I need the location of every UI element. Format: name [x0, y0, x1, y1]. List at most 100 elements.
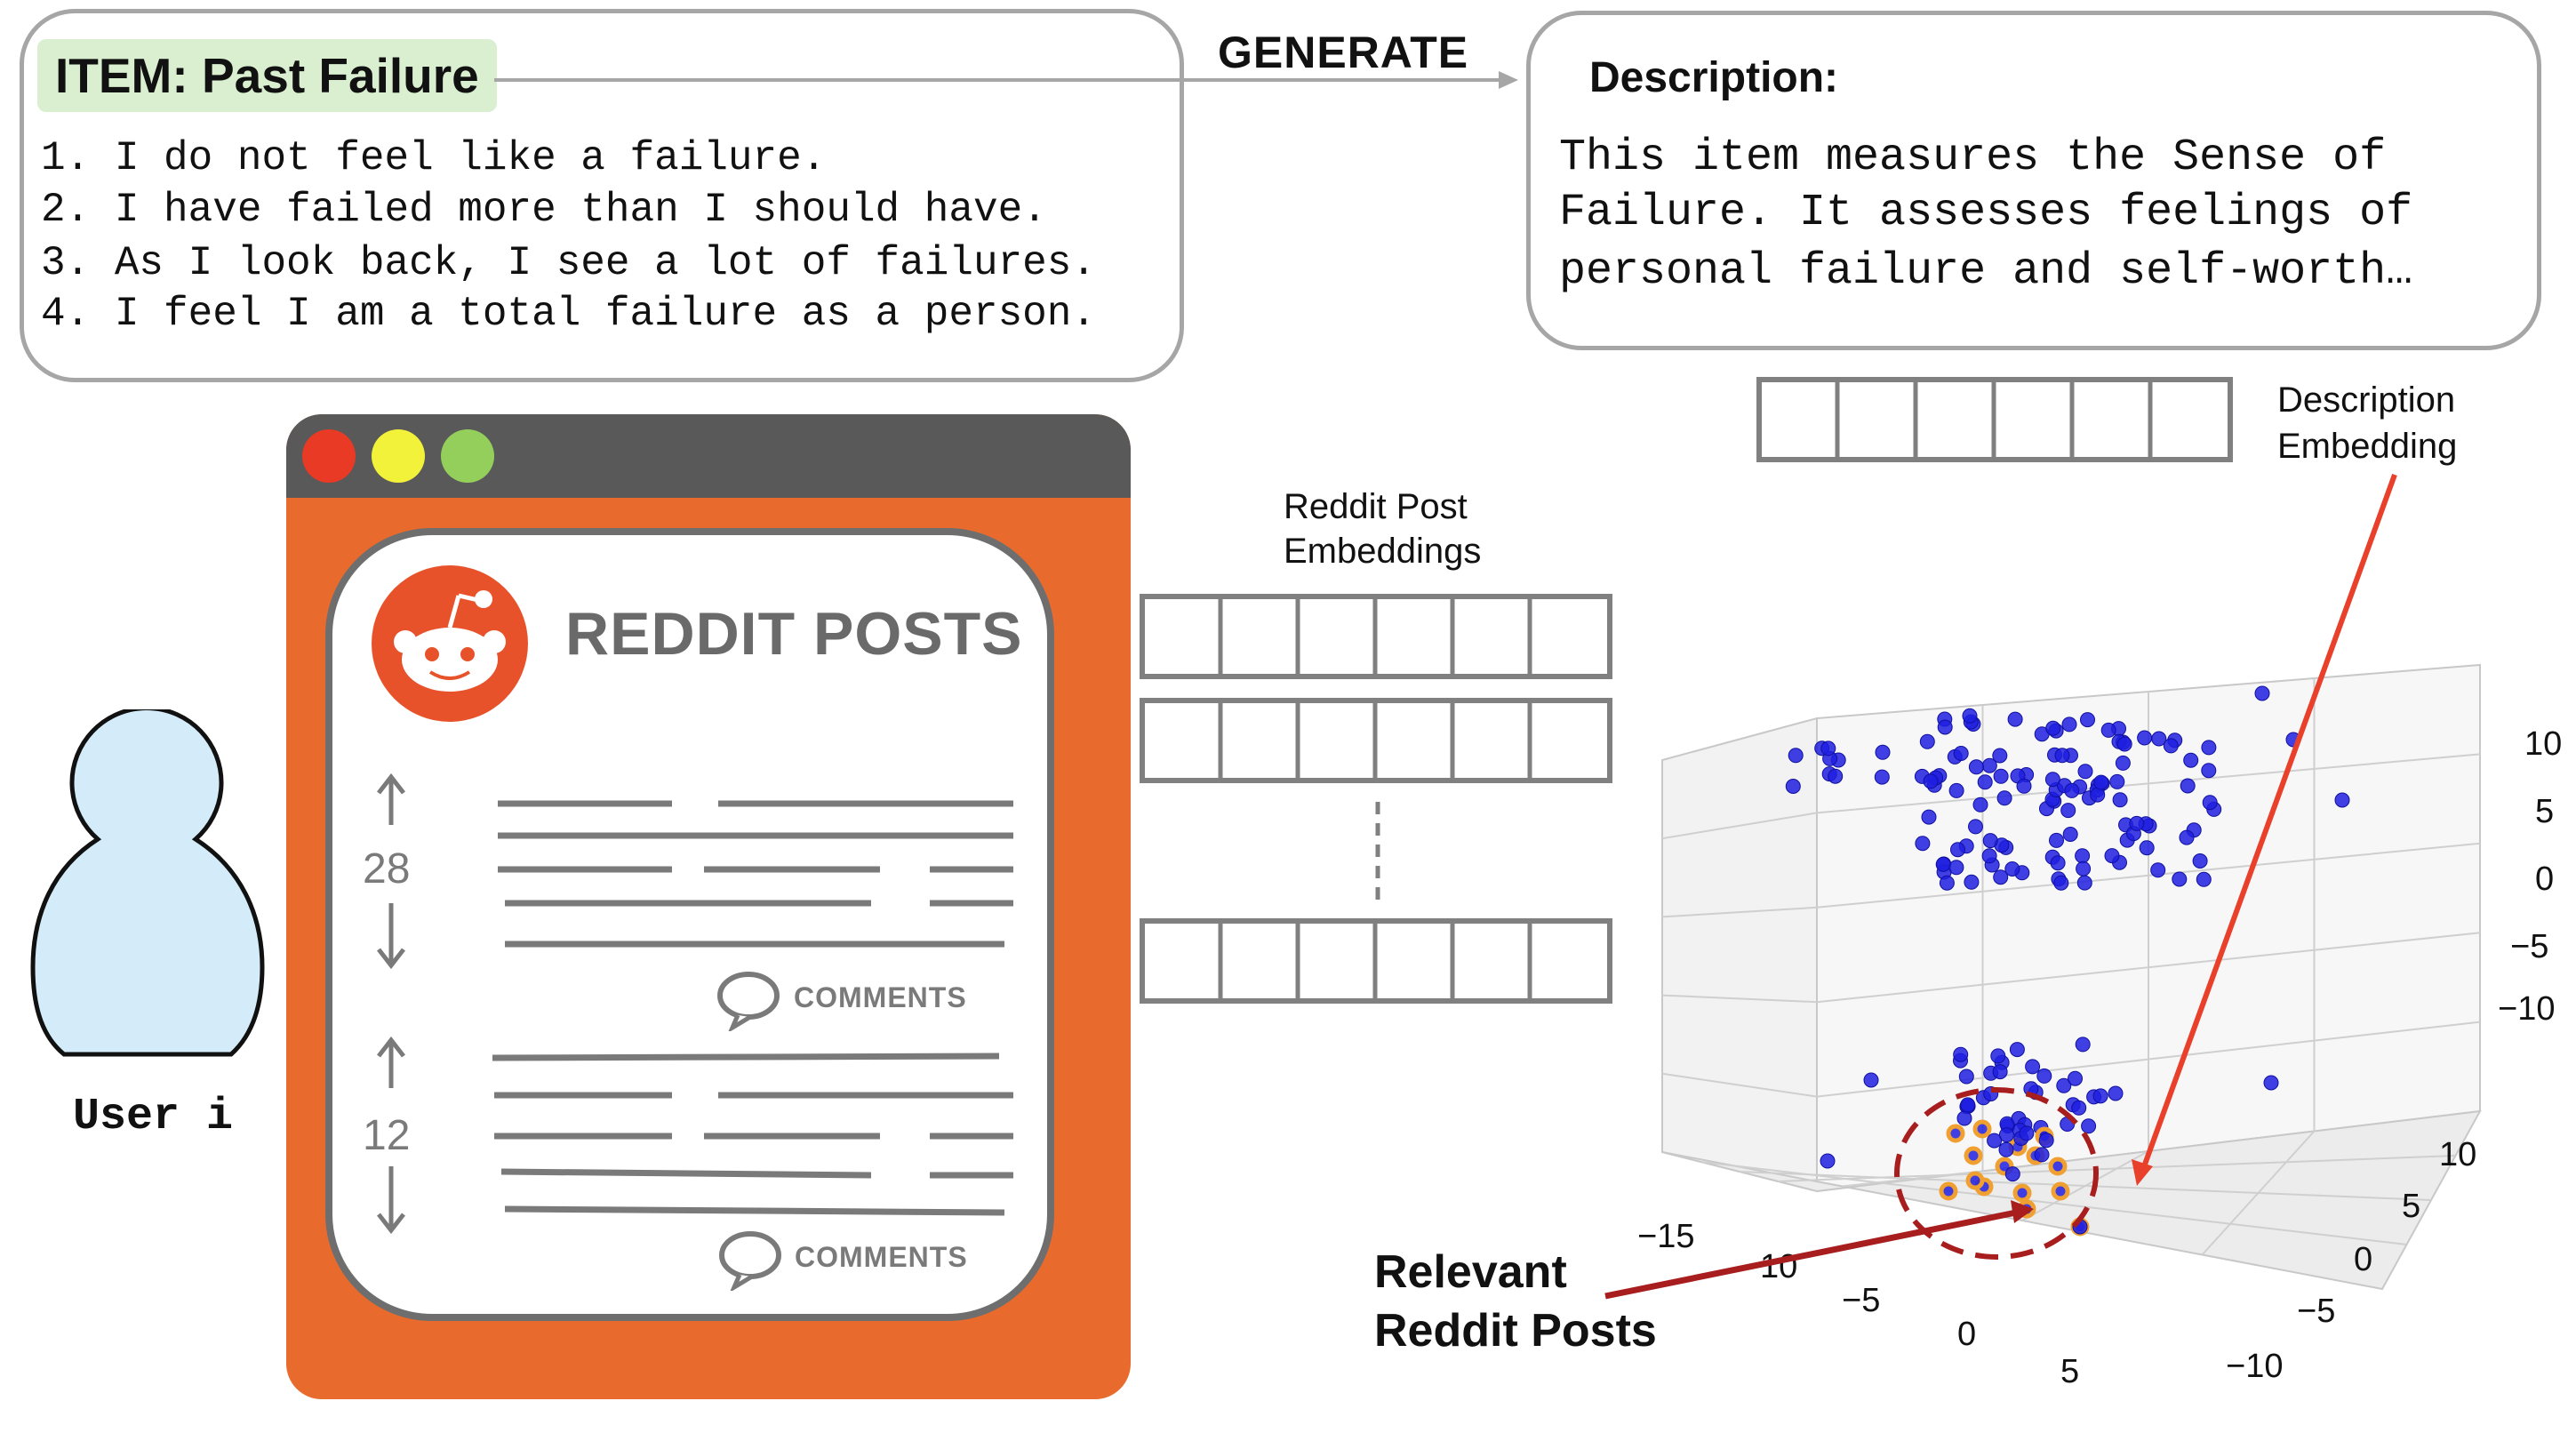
- scatter-point: [1939, 875, 1955, 891]
- scatter-point: [1937, 719, 1953, 735]
- relevant-pointer-line: [1604, 1209, 2017, 1300]
- relevant-pointer-head: [2011, 1200, 2034, 1223]
- scatter-point: [2254, 685, 2270, 701]
- relevant-point: [1972, 1119, 1992, 1139]
- description-pointer-head: [2132, 1159, 2153, 1186]
- scatter-point: [2053, 875, 2069, 891]
- minimize-dot-icon: [372, 429, 425, 483]
- z-tick-2: 5: [2535, 793, 2555, 830]
- scatter-point: [2075, 1037, 2091, 1053]
- scatter-point: [1992, 1064, 2008, 1080]
- scatter-point: [2038, 1133, 2054, 1149]
- scatter-point: [1828, 768, 1844, 784]
- z-tick-4: −5: [2510, 928, 2549, 965]
- scatter-point: [2045, 720, 2061, 736]
- scatter-point: [2092, 1088, 2108, 1104]
- scatter-point: [1948, 782, 1964, 798]
- relevant-point: [2048, 1157, 2068, 1176]
- scatter-point: [2076, 875, 2092, 891]
- post-2-vote-arrows-icon: [377, 1036, 405, 1235]
- relevant-posts-circle: [1894, 1087, 2099, 1260]
- scatter-point: [2019, 1125, 2035, 1141]
- scatter-point: [1992, 748, 2008, 764]
- scatter-point: [1968, 759, 1984, 775]
- z-tick-5: −10: [2498, 990, 2556, 1028]
- scatter-point: [2049, 832, 2064, 848]
- x-tick-3: −5: [1842, 1282, 1881, 1319]
- scatter-point: [1996, 790, 2012, 806]
- scatter-point: [1962, 708, 1978, 724]
- item-line-4: 4. I feel I am a total failure as a pers…: [41, 291, 1096, 337]
- relevant-point: [2012, 1183, 2032, 1203]
- item-line-1: 1. I do not feel like a failure.: [41, 135, 827, 181]
- y-tick-2: 5: [2402, 1188, 2421, 1225]
- reddit-logo-icon: [372, 565, 528, 722]
- scatter-point: [2071, 1100, 2087, 1116]
- scatter-point: [2109, 773, 2125, 789]
- post-2-text-lines: [492, 1053, 1013, 1216]
- scatter-point: [2180, 778, 2196, 794]
- scatter-point: [1785, 779, 1801, 794]
- relevant-point: [1964, 1146, 1983, 1165]
- scatter-point: [2056, 1077, 2072, 1093]
- close-dot-icon: [302, 429, 356, 483]
- relevant-posts-label: Relevant Reddit Posts: [1374, 1243, 1657, 1360]
- scatter-point: [2172, 871, 2188, 887]
- scatter-point: [1977, 774, 1993, 790]
- scatter-point: [1990, 1048, 2006, 1064]
- scatter-point: [1981, 848, 1997, 864]
- relevant-posts-label-1: Relevant: [1374, 1246, 1567, 1298]
- post-2-comment-icon: [719, 1231, 781, 1291]
- z-tick-1: 10: [2524, 725, 2563, 763]
- scatter-point: [2004, 1166, 2020, 1182]
- scatter-point: [1875, 744, 1891, 760]
- y-tick-5: −10: [2226, 1348, 2284, 1385]
- browser-title-bar: [286, 414, 1131, 498]
- scatter-point: [2150, 862, 2166, 878]
- description-embedding-vector: [1756, 377, 2233, 462]
- y-tick-4: −5: [2297, 1293, 2336, 1330]
- scatter-point: [2007, 711, 2023, 727]
- scatter-point: [2100, 722, 2116, 738]
- scatter-point: [1953, 746, 1969, 761]
- scatter-point: [1874, 769, 1890, 785]
- reddit-embedding-vectors: [1140, 594, 1612, 1004]
- description-embedding-label-1: Description: [2277, 380, 2456, 420]
- scatter-point: [2034, 1147, 2050, 1163]
- scatter-point: [2163, 738, 2179, 754]
- scatter-point: [2044, 772, 2060, 788]
- scatter-point: [1956, 1110, 1972, 1126]
- scatter-point: [2068, 1070, 2083, 1086]
- x-tick-1: −15: [1637, 1218, 1695, 1255]
- description-line-3: personal failure and self-worth…: [1559, 246, 2413, 297]
- x-tick-2: 10: [1760, 1248, 1798, 1285]
- scatter-point: [2064, 782, 2080, 798]
- scatter-point: [1915, 836, 1931, 852]
- description-line-2: Failure. It assesses feelings of: [1559, 188, 2413, 238]
- post-1-vote-arrows-icon: [377, 773, 405, 970]
- relevant-point: [1965, 1171, 1985, 1190]
- post-1-vote-count: 28: [363, 845, 411, 893]
- reddit-embeddings-label-2: Embeddings: [1284, 532, 1482, 571]
- post-2-vote-count: 12: [363, 1112, 411, 1159]
- generate-label: GENERATE: [1218, 28, 1469, 77]
- scatter-point: [1953, 1046, 1969, 1062]
- scatter-point: [1972, 797, 1988, 813]
- item-title: ITEM: Past Failure: [37, 39, 497, 112]
- scatter-point: [2192, 853, 2208, 869]
- scatter-point: [1863, 1072, 1879, 1088]
- scatter-point: [1958, 1069, 1974, 1085]
- scatter-point: [2201, 763, 2217, 779]
- reddit-embeddings-label-1: Reddit Post: [1284, 487, 1468, 526]
- user-avatar-icon: [30, 709, 265, 1057]
- scatter-point: [2139, 840, 2155, 856]
- relevant-point: [1939, 1181, 1958, 1201]
- scatter-point: [1968, 819, 1983, 835]
- scatter-point: [2196, 871, 2212, 887]
- scatter-point: [2104, 848, 2120, 864]
- relevant-posts-label-2: Reddit Posts: [1374, 1305, 1657, 1357]
- scatter-point: [1998, 1127, 2014, 1143]
- scatter-point: [2179, 829, 2195, 845]
- scatter-point: [1948, 860, 1964, 876]
